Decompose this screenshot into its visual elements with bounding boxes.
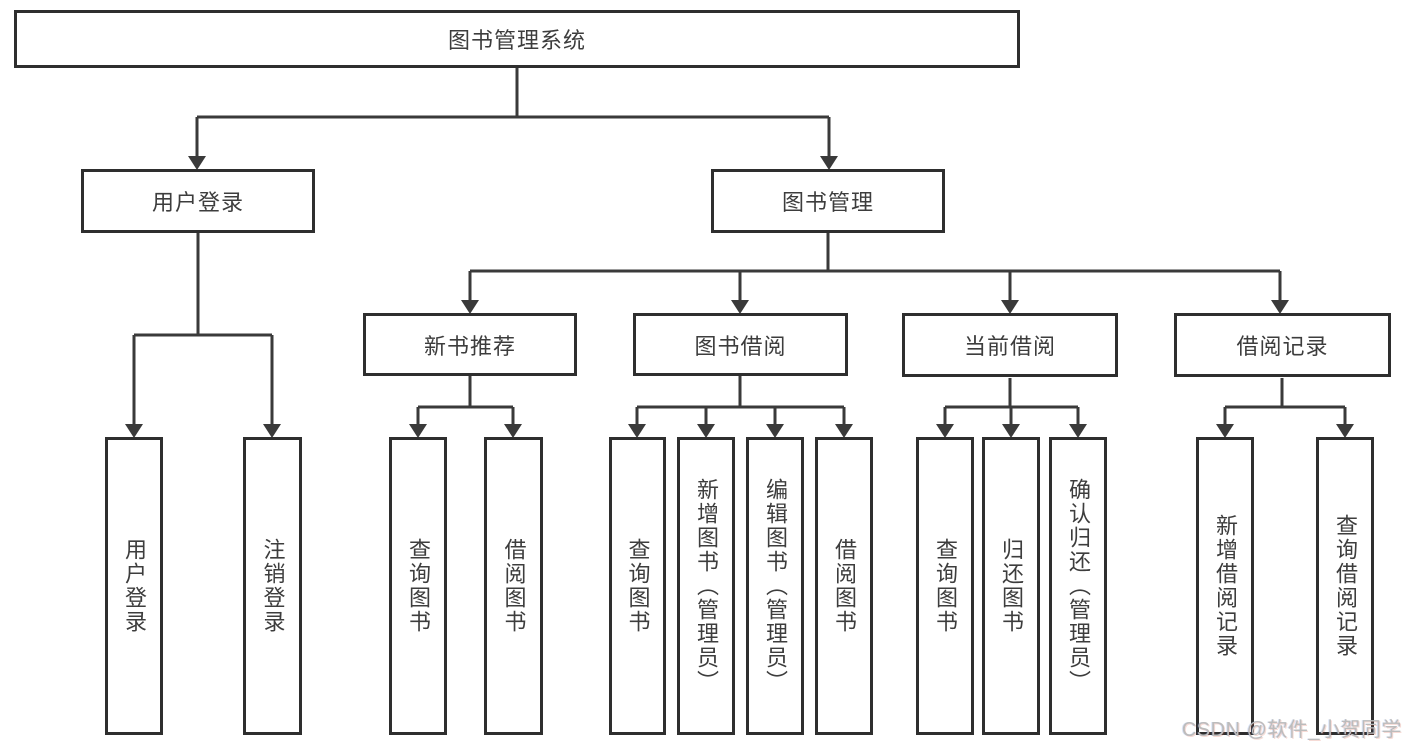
node-book-management-label: 图书管理 (781, 190, 874, 215)
node-user-login-label: 用户登录 (151, 190, 244, 215)
leaf-borrow-book-1: 借阅图书 (484, 437, 543, 735)
leaf-confirm-return: 确认归还（管理员） (1049, 437, 1107, 735)
leaf-logout: 注销登录 (243, 437, 302, 735)
leaf-edit-book-label: 编辑图书（管理员） (763, 478, 788, 694)
leaf-query-book-3-label: 查询图书 (933, 538, 958, 634)
leaf-borrow-book-2-label: 借阅图书 (832, 538, 857, 634)
leaf-add-book-label: 新增图书（管理员） (694, 478, 719, 694)
node-current-borrow-label: 当前借阅 (963, 334, 1056, 359)
leaf-add-record-label: 新增借阅记录 (1213, 514, 1238, 658)
leaf-user-login-label: 用户登录 (122, 538, 147, 634)
watermark: CSDN @软件_小贺同学 (1181, 719, 1402, 741)
node-root-label: 图书管理系统 (447, 28, 586, 53)
connector-book-borrow-split (637, 376, 844, 409)
node-current-borrow: 当前借阅 (902, 313, 1118, 377)
leaf-query-record-label: 查询借阅记录 (1333, 514, 1358, 658)
node-user-login: 用户登录 (81, 169, 315, 233)
connector-user-login-split (134, 233, 272, 337)
node-book-management: 图书管理 (711, 169, 945, 233)
connector-new-book-split (418, 376, 513, 409)
leaf-query-book-3: 查询图书 (916, 437, 974, 735)
node-borrow-records: 借阅记录 (1174, 313, 1391, 377)
leaf-add-book: 新增图书（管理员） (677, 437, 735, 735)
leaf-query-book-1-label: 查询图书 (406, 538, 431, 634)
leaf-query-record: 查询借阅记录 (1316, 437, 1374, 735)
leaf-return-book-label: 归还图书 (999, 538, 1024, 634)
connector-current-borrow-split (945, 378, 1078, 409)
leaf-query-book-2: 查询图书 (609, 437, 666, 735)
leaf-borrow-book-1-label: 借阅图书 (501, 538, 527, 634)
leaf-add-record: 新增借阅记录 (1196, 437, 1254, 735)
leaf-user-login: 用户登录 (105, 437, 163, 735)
leaf-borrow-book-2: 借阅图书 (815, 437, 873, 735)
node-new-book-recommend: 新书推荐 (363, 313, 577, 376)
leaf-confirm-return-label: 确认归还（管理员） (1066, 478, 1091, 694)
node-book-borrow: 图书借阅 (633, 313, 848, 376)
node-root: 图书管理系统 (14, 10, 1020, 68)
leaf-logout-label: 注销登录 (260, 538, 286, 634)
node-borrow-records-label: 借阅记录 (1236, 334, 1329, 359)
leaf-edit-book: 编辑图书（管理员） (746, 437, 804, 735)
node-book-borrow-label: 图书借阅 (694, 333, 787, 359)
connector-root-split (197, 68, 829, 119)
connector-borrow-records-split (1225, 378, 1345, 409)
node-new-book-recommend-label: 新书推荐 (423, 333, 516, 359)
leaf-return-book: 归还图书 (982, 437, 1040, 735)
leaf-query-book-2-label: 查询图书 (625, 538, 651, 634)
connector-book-management-split (470, 233, 1280, 273)
leaf-query-book-1: 查询图书 (389, 437, 447, 735)
